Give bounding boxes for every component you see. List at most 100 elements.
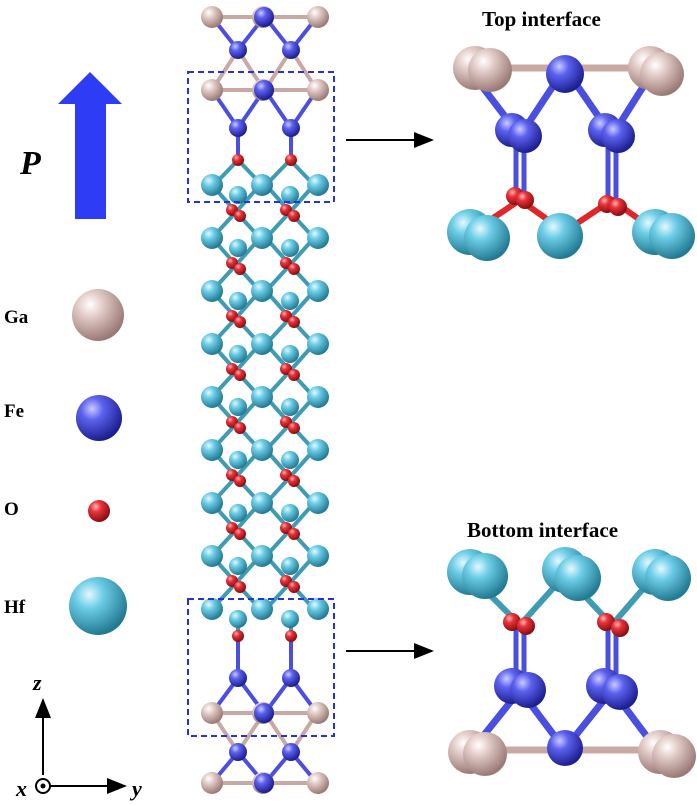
- atom-hf: [307, 333, 329, 355]
- atom-o: [288, 316, 300, 328]
- atom-hf: [201, 333, 223, 355]
- bottom-interface-zoom: [447, 547, 696, 778]
- atom-fe: [601, 119, 635, 153]
- legend-label-fe: Fe: [4, 401, 24, 422]
- atom-ga: [307, 772, 329, 794]
- atom-hf: [464, 215, 510, 261]
- atom-o: [503, 613, 521, 631]
- atom-fe: [229, 743, 247, 761]
- atom-o: [288, 422, 300, 434]
- atom-hf: [281, 451, 299, 469]
- atom-o: [517, 617, 535, 635]
- axis-label-x: x: [15, 776, 27, 801]
- atom-o: [288, 475, 300, 487]
- atom-hf: [281, 292, 299, 310]
- atom-hf: [281, 610, 299, 628]
- bottom-interface-title: Bottom interface: [467, 518, 618, 542]
- legend-ball-o: [88, 500, 110, 522]
- axis-label-z: z: [32, 670, 42, 695]
- atom-o: [597, 613, 615, 631]
- atom-hf: [201, 598, 223, 620]
- atom-hf: [229, 504, 247, 522]
- atom-fe: [254, 7, 274, 27]
- atom-hf: [229, 186, 247, 204]
- atom-hf: [649, 213, 695, 259]
- atom-hf: [251, 227, 273, 249]
- atom-hf: [201, 280, 223, 302]
- atom-hf: [201, 386, 223, 408]
- atom-fe: [254, 773, 274, 793]
- atom-ga: [640, 52, 684, 96]
- top-interface-box: [187, 71, 335, 203]
- atom-o: [288, 263, 300, 275]
- atom-hf: [251, 333, 273, 355]
- atom-hf: [555, 555, 601, 601]
- atom-fe: [229, 669, 247, 687]
- atom-fe: [602, 674, 638, 710]
- atom-hf: [307, 174, 329, 196]
- atom-o: [516, 191, 534, 209]
- atom-hf: [307, 386, 329, 408]
- atom-hf: [229, 451, 247, 469]
- atom-fe: [282, 119, 300, 137]
- atom-o: [232, 154, 244, 166]
- atom-ga: [468, 48, 512, 92]
- atom-o: [234, 210, 246, 222]
- atom-hf: [251, 545, 273, 567]
- atom-o: [609, 198, 627, 216]
- atom-hf: [229, 239, 247, 257]
- atom-hf: [537, 213, 583, 259]
- atom-hf: [645, 555, 691, 601]
- atom-ga: [652, 734, 696, 778]
- atom-ga: [307, 79, 329, 101]
- atom-hf: [229, 557, 247, 575]
- atom-fe: [547, 730, 583, 766]
- atom-o: [234, 581, 246, 593]
- bottom-interface-box: [187, 598, 335, 737]
- atom-hf: [251, 598, 273, 620]
- atom-hf: [229, 345, 247, 363]
- atom-fe: [508, 119, 542, 153]
- atom-fe: [510, 672, 546, 708]
- atom-hf: [251, 280, 273, 302]
- atom-hf: [307, 598, 329, 620]
- legend-ball-fe: [76, 395, 122, 441]
- atom-ga: [463, 732, 507, 776]
- atom-fe: [254, 703, 274, 723]
- atom-fe: [254, 80, 274, 100]
- atom-hf: [201, 227, 223, 249]
- atom-o: [285, 154, 297, 166]
- atom-hf: [281, 345, 299, 363]
- atom-o: [288, 210, 300, 222]
- atom-hf: [281, 398, 299, 416]
- atom-hf: [251, 492, 273, 514]
- coordinate-axes: z y x: [15, 670, 142, 801]
- legend-label-o: O: [4, 499, 19, 520]
- atom-hf: [307, 280, 329, 302]
- atom-hf: [251, 439, 273, 461]
- legend-label-ga: Ga: [4, 307, 29, 328]
- atom-hf: [281, 186, 299, 204]
- atom-hf: [281, 557, 299, 575]
- atom-hf: [307, 545, 329, 567]
- atom-o: [234, 422, 246, 434]
- legend-label-hf: Hf: [4, 597, 26, 618]
- atom-o: [611, 619, 629, 637]
- atom-ga: [307, 702, 329, 724]
- polarization-arrow: [58, 72, 122, 219]
- crystal-structure: [201, 6, 329, 794]
- atom-o: [234, 369, 246, 381]
- atom-hf: [201, 439, 223, 461]
- atom-fe: [282, 669, 300, 687]
- atom-ga: [201, 6, 223, 28]
- atom-o: [234, 263, 246, 275]
- atom-o: [288, 528, 300, 540]
- atom-o: [234, 475, 246, 487]
- atom-hf: [307, 492, 329, 514]
- legend: Ga Fe O Hf: [4, 289, 127, 635]
- atom-hf: [201, 174, 223, 196]
- atom-fe: [282, 743, 300, 761]
- atom-o: [234, 316, 246, 328]
- atom-hf: [281, 239, 299, 257]
